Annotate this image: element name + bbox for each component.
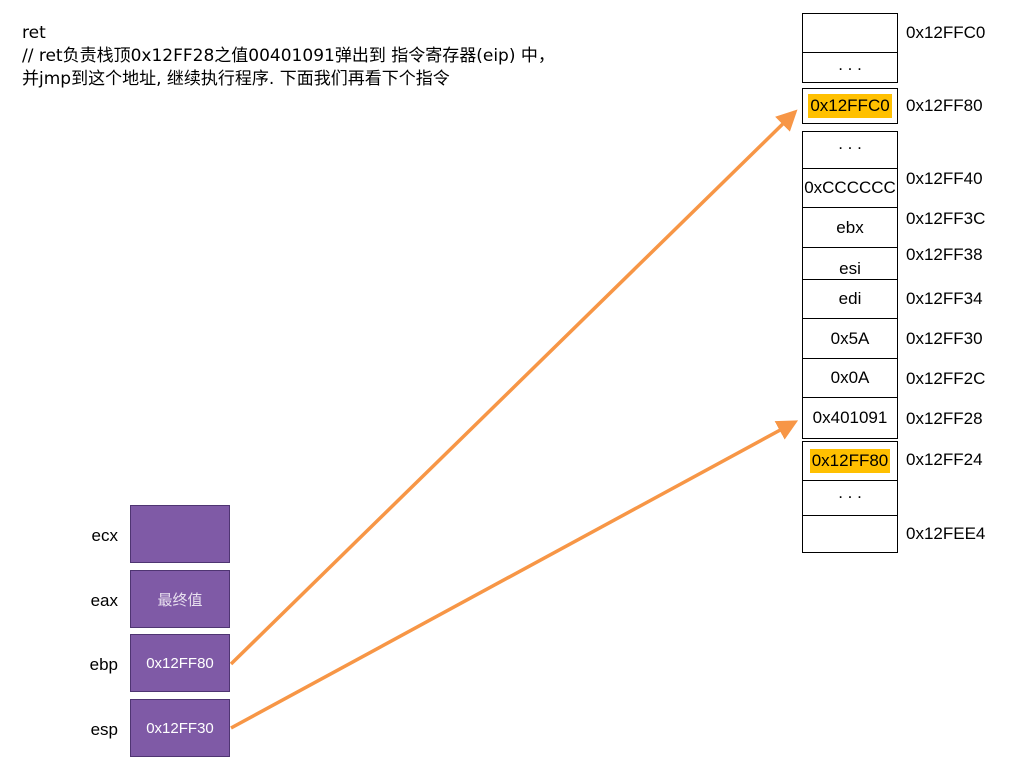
stack-cell-value bbox=[848, 32, 852, 34]
stack-cell-value: . . . bbox=[838, 134, 862, 153]
stack-address-13: 0x12FEE4 bbox=[906, 524, 986, 543]
stack-address-9: 0x12FF2C bbox=[906, 369, 986, 388]
stack-cell-value: 0xCCCCCC bbox=[804, 178, 896, 197]
stack-cell-2: 0x12FFC0 bbox=[802, 88, 898, 124]
stack-address-5: 0x12FF3C bbox=[906, 209, 986, 228]
register-label-esp: esp bbox=[90, 720, 118, 739]
stack-cell-4: 0xCCCCCC bbox=[802, 168, 898, 208]
stack-cell-value: . . . bbox=[838, 483, 862, 502]
stack-cell-value: 0x401091 bbox=[812, 408, 888, 427]
register-label-ecx: ecx bbox=[91, 526, 118, 545]
stack-address-2: 0x12FF80 bbox=[906, 96, 983, 115]
stack-cell-12: . . . bbox=[802, 480, 898, 516]
stack-cell-value: . . . bbox=[838, 55, 862, 74]
register-box-eax: 最终值 bbox=[130, 570, 230, 628]
stack-cell-5: ebx bbox=[802, 207, 898, 248]
ebp-to-stack-arrow bbox=[229, 109, 798, 666]
stack-cell-value: esi bbox=[839, 258, 861, 278]
stack-cell-value: edi bbox=[838, 289, 862, 308]
stack-address-6: 0x12FF38 bbox=[906, 245, 983, 264]
stack-address-11: 0x12FF24 bbox=[906, 450, 983, 469]
stack-address-4: 0x12FF40 bbox=[906, 169, 983, 188]
stack-address-10: 0x12FF28 bbox=[906, 409, 983, 428]
esp-to-stack-arrow bbox=[230, 420, 799, 730]
register-box-esp: 0x12FF30 bbox=[130, 699, 230, 757]
caption: ret // ret负责栈顶0x12FF28之值00401091弹出到 指令寄存… bbox=[22, 22, 555, 91]
stack-cell-7: edi bbox=[802, 279, 898, 319]
register-box-ebp: 0x12FF80 bbox=[130, 634, 230, 692]
stack-cell-value bbox=[848, 533, 852, 535]
stack-address-7: 0x12FF34 bbox=[906, 289, 983, 308]
stack-cell-value: 0x12FF80 bbox=[809, 449, 891, 473]
stack-cell-value: 0x5A bbox=[830, 328, 870, 348]
stack-cell-0 bbox=[802, 13, 898, 53]
stack-cell-1: . . . bbox=[802, 52, 898, 83]
caption-line-2: // ret负责栈顶0x12FF28之值00401091弹出到 指令寄存器(ei… bbox=[22, 46, 555, 66]
stack-cell-11: 0x12FF80 bbox=[802, 441, 898, 481]
stack-cell-10: 0x401091 bbox=[802, 397, 898, 439]
register-label-eax: eax bbox=[90, 591, 118, 610]
stack-cell-3: . . . bbox=[802, 131, 898, 169]
stack-cell-value: ebx bbox=[836, 217, 864, 237]
stack-cell-value: 0x12FFC0 bbox=[808, 94, 892, 118]
register-label-ebp: ebp bbox=[89, 655, 118, 674]
stack-cell-9: 0x0A bbox=[802, 358, 898, 398]
stack-address-8: 0x12FF30 bbox=[906, 329, 983, 348]
stack-cell-13 bbox=[802, 515, 898, 553]
stack-cell-value: 0x0A bbox=[830, 368, 870, 387]
stack-cell-8: 0x5A bbox=[802, 318, 898, 359]
register-box-ecx bbox=[130, 505, 230, 563]
caption-line-3: 并jmp到这个地址, 继续执行程序. 下面我们再看下个指令 bbox=[22, 69, 450, 89]
caption-line-1: ret bbox=[22, 23, 46, 43]
stack-address-0: 0x12FFC0 bbox=[906, 23, 986, 42]
